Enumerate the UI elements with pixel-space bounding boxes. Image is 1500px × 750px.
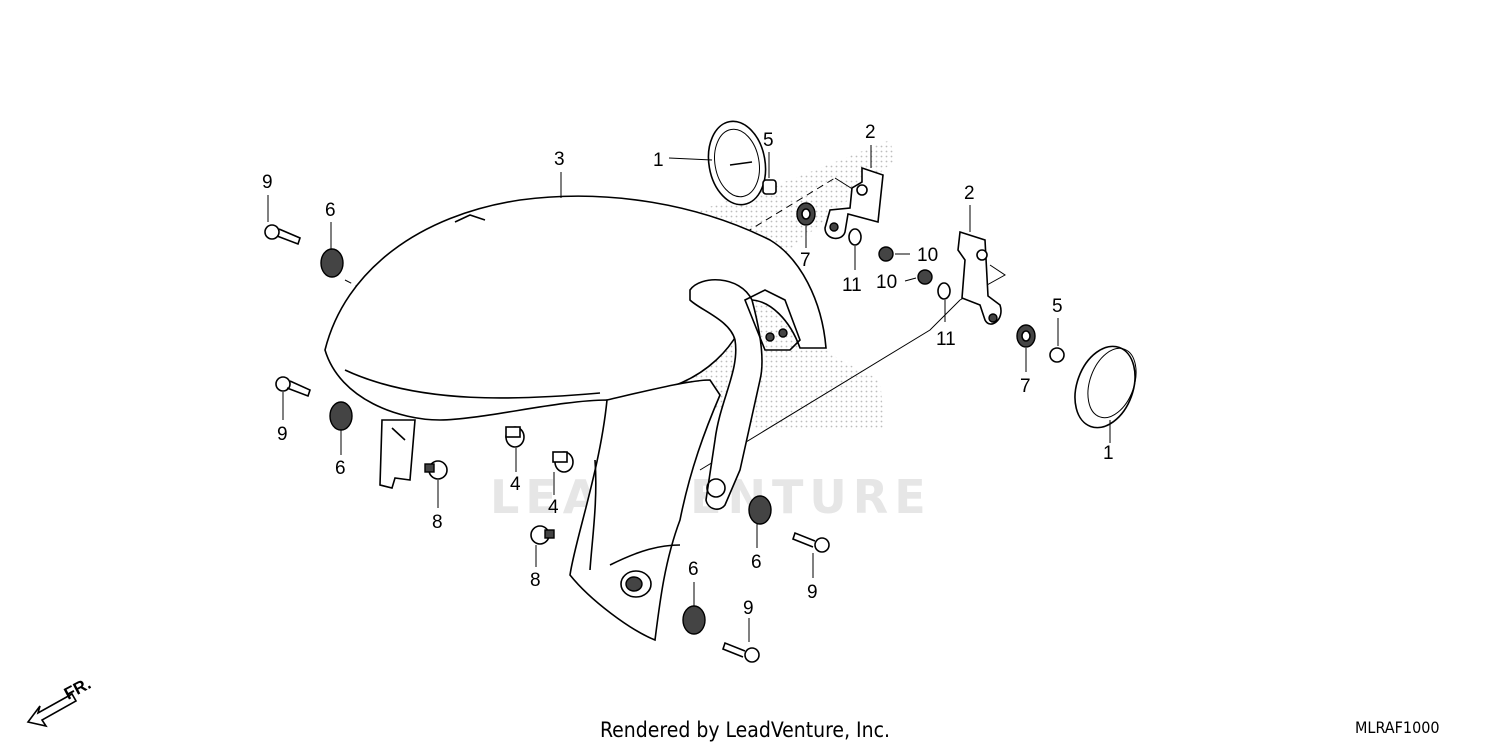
callout-1: 1 [1103, 443, 1114, 464]
callout-9: 9 [277, 424, 288, 445]
bracket-upper [824, 166, 884, 240]
callout-4: 4 [548, 497, 559, 518]
callout-3: 3 [554, 149, 565, 170]
callout-11: 11 [842, 275, 862, 296]
callout-6: 6 [751, 552, 762, 573]
callout-2: 2 [964, 183, 975, 204]
callout-9: 9 [743, 598, 754, 619]
hardware [264, 179, 1065, 663]
callout-1: 1 [653, 150, 664, 171]
callout-5: 5 [763, 130, 774, 151]
callout-5: 5 [1052, 296, 1063, 317]
leader-lines [267, 145, 1111, 642]
callout-6: 6 [335, 458, 346, 479]
callout-9: 9 [262, 172, 273, 193]
callout-8: 8 [432, 512, 443, 533]
front-fender [324, 195, 827, 642]
callout-10: 10 [876, 272, 897, 293]
callout-4: 4 [510, 474, 521, 495]
arrow-icon [26, 692, 78, 728]
callouts: 1 1 2 2 3 4 4 5 5 6 6 6 6 7 7 8 8 9 9 9 … [262, 122, 1114, 619]
callout-6: 6 [688, 559, 699, 580]
cap-upper [707, 120, 767, 206]
callout-6: 6 [325, 200, 336, 221]
callout-8: 8 [530, 570, 541, 591]
render-credit: Rendered by LeadVenture, Inc. [600, 718, 890, 742]
callout-10: 10 [917, 245, 938, 266]
front-direction-indicator: FR. [26, 674, 94, 728]
callout-9: 9 [807, 582, 818, 603]
callout-7: 7 [800, 250, 811, 271]
bracket-right [957, 230, 1002, 325]
diagram-code: MLRAF1000 [1355, 718, 1440, 737]
callout-11: 11 [936, 329, 956, 350]
callout-7: 7 [1020, 376, 1031, 397]
cap-right [1074, 345, 1137, 429]
callout-2: 2 [865, 122, 876, 143]
